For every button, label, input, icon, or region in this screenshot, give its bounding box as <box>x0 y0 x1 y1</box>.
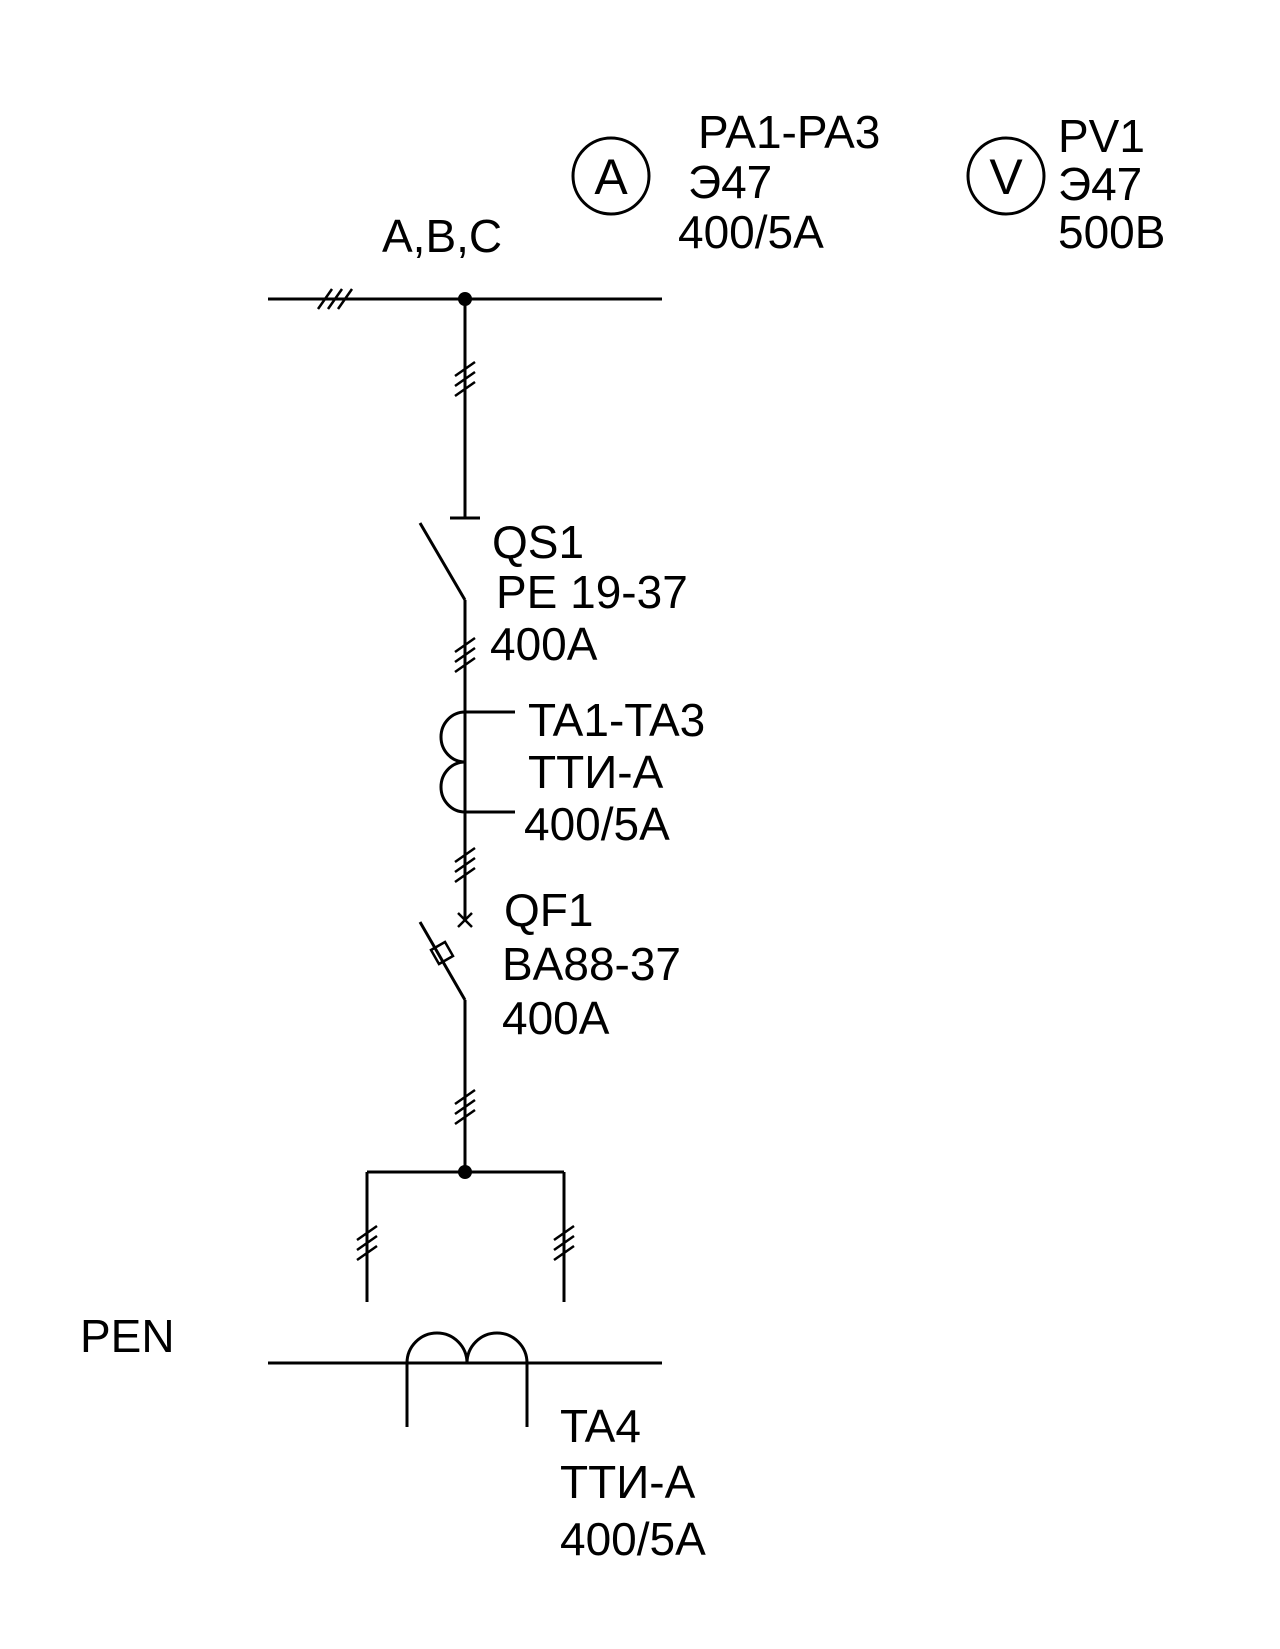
bus-phases-label: A,B,C <box>382 210 502 262</box>
ta4-type: ТТИ-А <box>560 1456 696 1508</box>
ta1-ta3-type: ТТИ-А <box>528 746 664 798</box>
ammeter-letter: A <box>594 149 628 205</box>
voltmeter-type: Э47 <box>1058 158 1142 210</box>
circuit-breaker-qf1 <box>418 912 473 1001</box>
ta4-rating: 400/5A <box>560 1513 706 1565</box>
qf1-designation: QF1 <box>504 884 593 936</box>
qs1-rating: 400A <box>490 618 598 670</box>
current-transformer-ta4 <box>405 1331 529 1427</box>
voltmeter-rating: 500В <box>1058 206 1165 258</box>
ammeter-designation: PA1-PA3 <box>698 106 880 158</box>
qs1-designation: QS1 <box>492 516 584 568</box>
feeder-conductor-3 <box>454 1000 476 1179</box>
current-transformer-ta1-ta3 <box>439 710 515 814</box>
voltmeter-symbol: V <box>966 136 1046 216</box>
parallel-cable-branch <box>356 1170 575 1302</box>
ta1-ta3-designation: TA1-TA3 <box>528 694 705 746</box>
pen-label: PEN <box>80 1310 175 1362</box>
qs1-type: PE 19-37 <box>496 566 688 618</box>
ta4-designation: TA4 <box>560 1400 641 1452</box>
voltmeter-letter: V <box>989 149 1023 205</box>
qf1-rating: 400A <box>502 992 610 1044</box>
feeder-conductor-2 <box>454 600 476 920</box>
feeder-conductor-1 <box>454 299 476 518</box>
ammeter-rating: 400/5A <box>678 206 824 258</box>
qf1-type: BA88-37 <box>502 938 681 990</box>
ta1-ta3-rating: 400/5A <box>524 798 670 850</box>
disconnector-qs1 <box>418 516 480 601</box>
ammeter-type: Э47 <box>688 156 772 208</box>
voltmeter-designation: PV1 <box>1058 110 1145 162</box>
ammeter-symbol: A <box>571 136 651 216</box>
